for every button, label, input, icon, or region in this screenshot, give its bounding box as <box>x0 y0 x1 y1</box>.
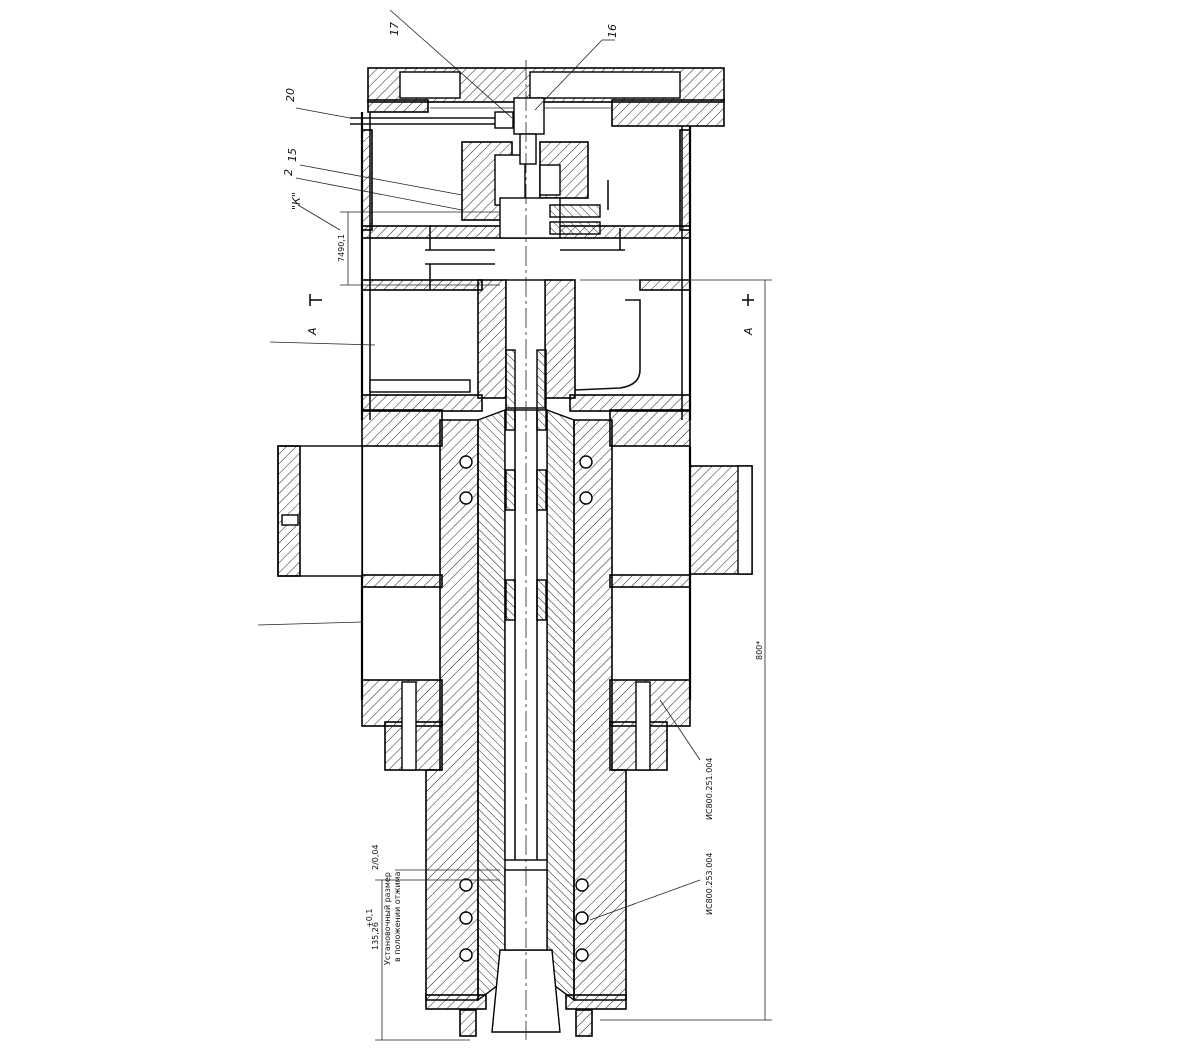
drawbar-housing <box>477 279 576 409</box>
callout-k: "К" <box>290 192 303 210</box>
callout-16: 16 <box>606 24 619 38</box>
top-flange <box>367 67 725 127</box>
bearings <box>459 455 593 962</box>
leader-lines <box>257 9 701 921</box>
sensors <box>425 180 625 290</box>
main-housing <box>360 409 692 771</box>
section-mark-right: А <box>742 327 755 336</box>
callout-17: 17 <box>388 22 401 36</box>
dimension-bottom: 135,26 <box>371 922 380 950</box>
section-mark-left: А <box>306 327 319 336</box>
rotary-joint <box>350 97 601 239</box>
disc-springs <box>505 349 547 621</box>
part-number-a: ИС800.251.004 <box>705 758 714 820</box>
section-arrows <box>309 294 754 306</box>
dimension-overall: 800* <box>755 641 764 660</box>
dimension-bottom-tol: +0,1 <box>365 909 374 928</box>
callout-15: 15 <box>286 148 299 162</box>
note-line-2: в положении отжима <box>393 871 402 962</box>
callout-2: 2 <box>282 169 295 176</box>
callout-20: 20 <box>284 88 297 102</box>
dimension-top-left: 7490,1 <box>337 234 346 262</box>
right-block <box>689 465 753 575</box>
left-motor-block <box>277 445 363 577</box>
note-line-1: Установочный размер <box>383 872 392 965</box>
dimension-lines <box>340 211 772 1041</box>
part-number-b: ИС800.253.004 <box>705 853 714 915</box>
dimension-small: 2/0,04 <box>371 844 380 870</box>
